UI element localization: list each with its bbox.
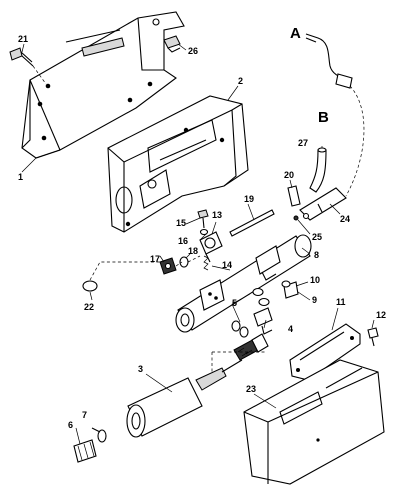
part-cap-22 [82, 280, 98, 292]
callout-22: 22 [84, 302, 94, 312]
part-oring-7 [91, 427, 107, 443]
part-orings-5 [231, 287, 270, 338]
leader-lines [21, 43, 375, 445]
callout-18: 18 [188, 246, 198, 256]
part-tube-8 [175, 234, 312, 333]
part-bracket-11 [289, 323, 361, 381]
callout-6: 6 [68, 420, 73, 430]
callout-2: 2 [238, 76, 243, 86]
leader-dash-3 [211, 351, 266, 372]
part-valve-20 [287, 185, 301, 207]
callout-8: 8 [314, 250, 319, 260]
callout-25: 25 [312, 232, 322, 242]
callout-27: 27 [298, 138, 308, 148]
part-bolt-21 [9, 47, 34, 67]
part-oring-10 [281, 280, 291, 288]
callout-5: 5 [232, 298, 237, 308]
connector-dash-a [345, 85, 365, 197]
letter-b: B [318, 109, 329, 126]
part-clip-26 [163, 35, 181, 53]
leader-dash-21 [32, 65, 47, 85]
part-housing-cover [107, 95, 249, 233]
part-screw-15 [197, 209, 209, 229]
callout-4: 4 [288, 324, 293, 334]
part-mounting-bracket [21, 11, 185, 159]
part-rod-19 [229, 209, 275, 237]
leader-dash-22 [89, 261, 162, 281]
callout-12: 12 [376, 310, 386, 320]
callout-24: 24 [340, 214, 350, 224]
callout-11: 11 [336, 297, 346, 307]
callout-14: 14 [222, 260, 232, 270]
part-valve-13 [199, 231, 223, 263]
part-tank-23 [243, 359, 385, 485]
callout-10: 10 [310, 275, 320, 285]
part-nipple-25 [293, 215, 299, 221]
part-washer-16 [199, 228, 209, 236]
part-spacer-18 [179, 256, 189, 268]
callout-7: 7 [82, 410, 87, 420]
callout-16: 16 [178, 236, 188, 246]
leader-dash-17 [175, 255, 201, 267]
part-pump-3 [126, 333, 269, 438]
part-hose-27 [309, 147, 327, 193]
part-tee-24 [299, 187, 347, 221]
callout-20: 20 [284, 170, 294, 180]
callout-3: 3 [138, 364, 143, 374]
callout-21: 21 [18, 34, 28, 44]
part-screw-12 [367, 327, 379, 347]
part-fuel-line-a [305, 33, 353, 89]
callout-17: 17 [150, 254, 160, 264]
part-spring-14 [203, 255, 209, 271]
callout-23: 23 [246, 384, 256, 394]
part-elbow-4 [253, 307, 273, 335]
callout-1: 1 [18, 172, 23, 182]
letter-a: A [290, 25, 301, 42]
callout-19: 19 [244, 194, 254, 204]
callout-15: 15 [176, 218, 186, 228]
part-nut-17 [159, 257, 177, 275]
part-fitting-6 [73, 439, 97, 463]
callout-13: 13 [212, 210, 222, 220]
callout-26: 26 [188, 46, 198, 56]
callout-9: 9 [312, 295, 317, 305]
